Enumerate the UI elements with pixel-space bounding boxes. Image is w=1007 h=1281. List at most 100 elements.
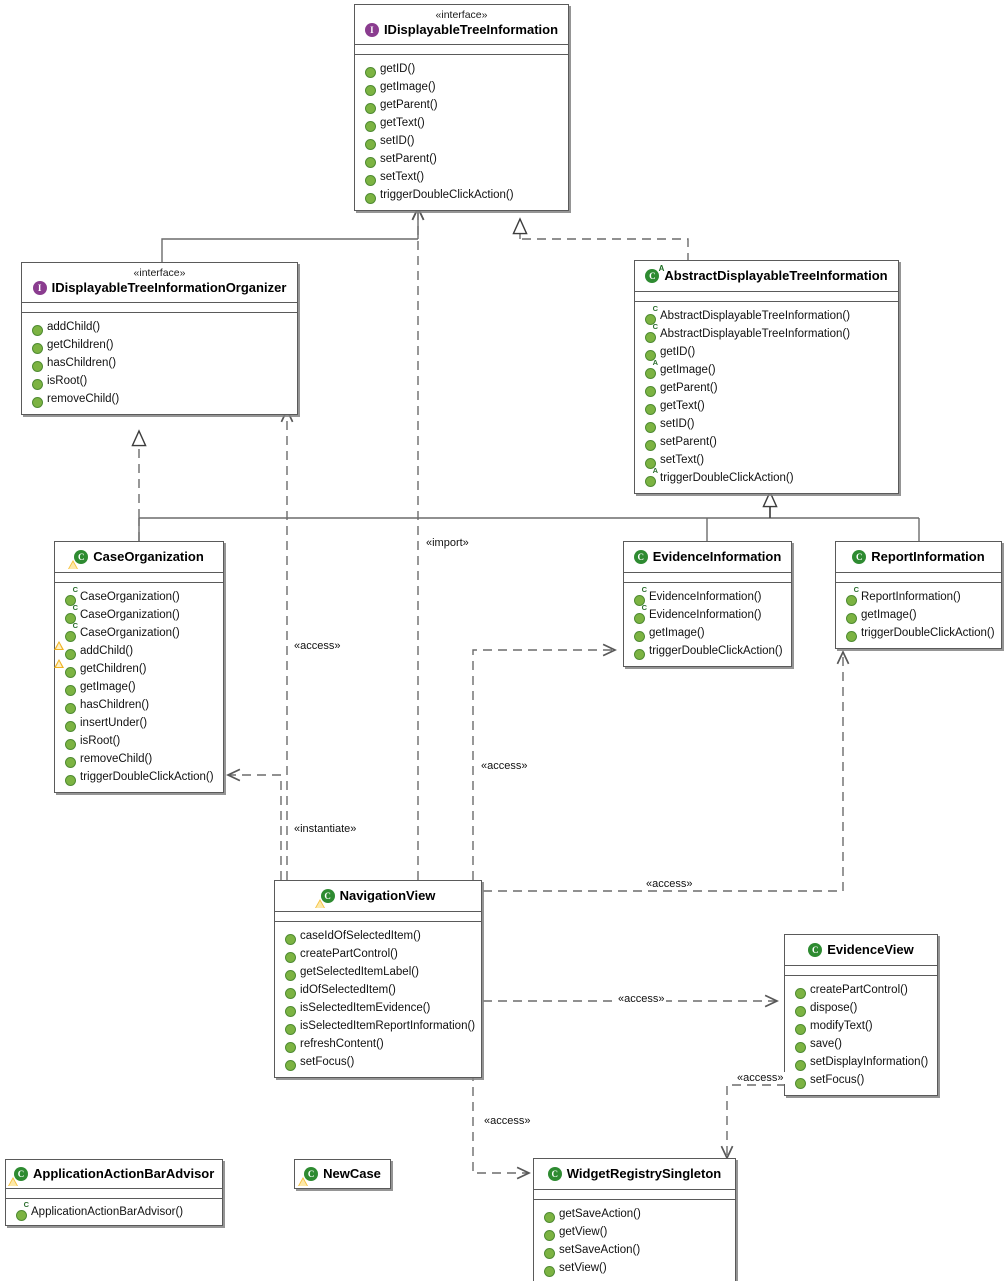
method-row[interactable]: getImage(): [361, 78, 562, 96]
abstract-method-dot-icon: A: [641, 358, 658, 379]
method-row[interactable]: triggerDoubleClickAction(): [361, 186, 562, 204]
method-row[interactable]: getID(): [641, 343, 892, 361]
method-row[interactable]: setText(): [641, 451, 892, 469]
edge-label-access-reportinformation: «access»: [644, 878, 695, 890]
class-box-reportinformation[interactable]: ReportInformation CReportInformation() g…: [835, 541, 1002, 649]
method-row[interactable]: setFocus(): [791, 1071, 931, 1089]
class-name: IDisplayableTreeInformationOrganizer: [51, 279, 287, 295]
method-row[interactable]: getImage(): [630, 624, 785, 642]
method-row[interactable]: save(): [791, 1035, 931, 1053]
public-method-dot-icon: [361, 82, 376, 96]
method-row[interactable]: isRoot(): [61, 732, 217, 750]
method-row[interactable]: triggerDoubleClickAction(): [61, 768, 217, 786]
method-row[interactable]: getImage(): [61, 678, 217, 696]
method-row[interactable]: setView(): [540, 1259, 729, 1277]
method-row[interactable]: setSaveAction(): [540, 1241, 729, 1259]
method-row[interactable]: isSelectedItemEvidence(): [281, 999, 475, 1017]
class-box-navigationview[interactable]: NavigationView caseIdOfSelectedItem() cr…: [274, 880, 482, 1078]
class-box-idisplayabletreeinformationorganizer[interactable]: «interface» IDisplayableTreeInformationO…: [21, 262, 298, 415]
class-name: CaseOrganization: [93, 548, 204, 564]
class-box-widgetregistrysingleton[interactable]: WidgetRegistrySingleton getSaveAction() …: [533, 1158, 736, 1281]
method-row[interactable]: getSaveAction(): [540, 1205, 729, 1223]
public-method-dot-icon: [791, 1021, 806, 1035]
class-box-evidenceinformation[interactable]: EvidenceInformation CEvidenceInformation…: [623, 541, 792, 667]
method-label: save(): [810, 1038, 842, 1050]
method-row[interactable]: isSelectedItemReportInformation(): [281, 1017, 475, 1035]
method-row[interactable]: getChildren(): [54, 658, 217, 678]
method-label: refreshContent(): [300, 1038, 384, 1050]
attributes-compartment: [635, 292, 898, 302]
constructor-method-dot-icon: C: [61, 621, 78, 642]
method-label: setText(): [380, 171, 425, 183]
method-row[interactable]: removeChild(): [28, 390, 291, 408]
attributes-compartment: [534, 1190, 735, 1200]
method-row[interactable]: setID(): [361, 132, 562, 150]
method-row[interactable]: triggerDoubleClickAction(): [630, 642, 785, 660]
class-box-newcase[interactable]: NewCase: [294, 1159, 391, 1189]
warning-method-dot-icon: [54, 658, 76, 678]
method-row[interactable]: getID(): [361, 60, 562, 78]
class-header: CaseOrganization: [55, 542, 223, 573]
method-row[interactable]: isRoot(): [28, 372, 291, 390]
method-row[interactable]: addChild(): [28, 318, 291, 336]
method-row[interactable]: createPartControl(): [281, 945, 475, 963]
public-method-dot-icon: [28, 322, 43, 336]
public-method-dot-icon: [630, 646, 645, 660]
method-row[interactable]: setParent(): [361, 150, 562, 168]
method-row[interactable]: idOfSelectedItem(): [281, 981, 475, 999]
class-box-applicationactionbaradvisor[interactable]: ApplicationActionBarAdvisor CApplication…: [5, 1159, 223, 1226]
method-row[interactable]: hasChildren(): [28, 354, 291, 372]
class-header: «interface» IDisplayableTreeInformationO…: [22, 263, 297, 303]
method-row[interactable]: hasChildren(): [61, 696, 217, 714]
class-box-abstractdisplayabletreeinformation[interactable]: AAbstractDisplayableTreeInformation CAbs…: [634, 260, 899, 494]
attributes-compartment: [6, 1189, 222, 1199]
class-box-caseorganization[interactable]: CaseOrganization CCaseOrganization() CCa…: [54, 541, 224, 793]
method-row[interactable]: refreshContent(): [281, 1035, 475, 1053]
method-row[interactable]: modifyText(): [791, 1017, 931, 1035]
method-label: getText(): [660, 400, 705, 412]
class-icon: [808, 942, 823, 957]
method-label: setDisplayInformation(): [810, 1056, 929, 1068]
method-row[interactable]: setDisplayInformation(): [791, 1053, 931, 1071]
public-method-dot-icon: [61, 700, 76, 714]
method-row[interactable]: setFocus(): [281, 1053, 475, 1071]
method-row[interactable]: getImage(): [842, 606, 995, 624]
method-row[interactable]: getChildren(): [28, 336, 291, 354]
method-row[interactable]: dispose(): [791, 999, 931, 1017]
method-row[interactable]: setID(): [641, 415, 892, 433]
method-row[interactable]: setText(): [361, 168, 562, 186]
class-header: ReportInformation: [836, 542, 1001, 573]
method-label: createPartControl(): [810, 984, 908, 996]
method-row[interactable]: createPartControl(): [791, 981, 931, 999]
method-row[interactable]: getParent(): [641, 379, 892, 397]
method-row[interactable]: addChild(): [54, 640, 217, 660]
method-row[interactable]: removeChild(): [61, 750, 217, 768]
public-method-dot-icon: [791, 1003, 806, 1017]
class-box-idisplayabletreeinformation[interactable]: «interface» IDisplayableTreeInformation …: [354, 4, 569, 211]
method-row[interactable]: getView(): [540, 1223, 729, 1241]
method-row[interactable]: caseIdOfSelectedItem(): [281, 927, 475, 945]
constructor-method-dot-icon: C: [630, 585, 647, 606]
class-box-evidenceview[interactable]: EvidenceView createPartControl() dispose…: [784, 934, 938, 1096]
method-label: modifyText(): [810, 1020, 873, 1032]
method-row[interactable]: setParent(): [641, 433, 892, 451]
method-row[interactable]: triggerDoubleClickAction(): [842, 624, 995, 642]
method-row[interactable]: getParent(): [361, 96, 562, 114]
method-label: getView(): [559, 1226, 608, 1238]
method-row[interactable]: insertUnder(): [61, 714, 217, 732]
method-row[interactable]: getText(): [641, 397, 892, 415]
operations-compartment: caseIdOfSelectedItem() createPartControl…: [275, 922, 481, 1077]
method-row[interactable]: getSelectedItemLabel(): [281, 963, 475, 981]
method-row[interactable]: getText(): [361, 114, 562, 132]
